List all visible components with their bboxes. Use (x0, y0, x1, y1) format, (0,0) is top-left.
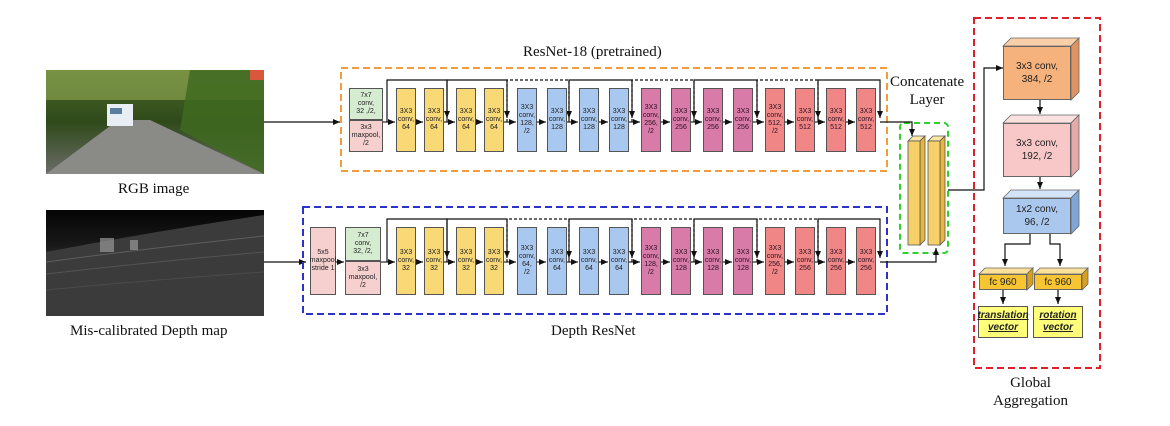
depth-resnet-title: Depth ResNet (551, 323, 636, 339)
depth-block-16: 3X3 conv, 256, /2 (765, 227, 785, 295)
depth-block-11: 3X3 conv, 64 (609, 227, 629, 295)
rgb-block-16: 3X3 conv, 512 (795, 88, 815, 152)
global-aggregation-frame (973, 17, 1101, 369)
rgb-block-7: 3X3 conv, 128, /2 (517, 88, 537, 152)
depth-block-13: 3X3 conv, 128 (671, 227, 691, 295)
concat-layer-slabs (907, 135, 946, 246)
ga-conv-192: 3x3 conv, 192, /2 (1003, 123, 1071, 177)
fc-translation: fc 960 (979, 274, 1027, 290)
depth-block-5: 3X3 conv, 32 (424, 227, 444, 295)
rgb-image (46, 70, 264, 174)
depth-block-8: 3X3 conv, 64, /2 (517, 227, 537, 295)
concat-to-global-arrow (948, 65, 1003, 191)
depth-block-10: 3X3 conv, 64 (579, 227, 599, 295)
resnet18-title: ResNet-18 (pretrained) (523, 44, 662, 60)
depth-to-concat-arrow (880, 248, 939, 263)
depth-block-1: 5x5 maxpool stride 1 (310, 227, 336, 295)
depth-block-15: 3X3 conv, 128 (733, 227, 753, 295)
rgb-block-12: 3X3 conv, 256 (671, 88, 691, 152)
rgb-block-8: 3X3 conv, 128 (547, 88, 567, 152)
depth-block-3: 3x3 maxpool, /2 (345, 261, 381, 295)
ga-conv-384: 3x3 conv, 384, /2 (1003, 46, 1071, 100)
depth-block-7: 3X3 conv, 32 (484, 227, 504, 295)
rgb-image-caption: RGB image (118, 181, 190, 197)
depth-resnet-frame (302, 206, 888, 315)
rgb-block-11: 3X3 conv, 256, /2 (641, 88, 661, 152)
ga-conv-96: 1x2 conv, 96, /2 (1003, 198, 1071, 234)
depth-block-4: 3X3 conv, 32 (396, 227, 416, 295)
rgb-block-14: 3X3 conv, 256 (733, 88, 753, 152)
depth-skip-connections (386, 218, 883, 262)
fc-rotation: fc 960 (1034, 274, 1082, 290)
resnet18-frame (340, 67, 888, 172)
global-aggregation-title: Global Aggregation (993, 375, 1068, 409)
rgb-block-6: 3X3 conv, 64 (484, 88, 504, 152)
rgb-block-2: 3x3 maxpool, /2 (349, 120, 383, 152)
rgb-block-15: 3X3 conv, 512, /2 (765, 88, 785, 152)
ga-arrows (1000, 100, 1063, 304)
translation-vector-output: translation vector (977, 306, 1029, 338)
rgb-block-13: 3X3 conv, 256 (703, 88, 723, 152)
depth-block-6: 3X3 conv, 32 (456, 227, 476, 295)
concat-frame (899, 122, 949, 254)
rgb-block-1: 7x7 conv, 32 ,/2, (349, 88, 383, 120)
ga-box-faces (978, 37, 1089, 291)
depth-map-caption: Mis-calibrated Depth map (70, 323, 228, 339)
rgb-skip-connections (386, 79, 883, 122)
rgb-block-17: 3X3 conv, 512 (826, 88, 846, 152)
depth-map-image (45, 210, 265, 316)
rotation-vector-output: rotation vector (1033, 306, 1083, 338)
depth-block-18: 3X3 conv, 256 (826, 227, 846, 295)
depth-block-14: 3X3 conv, 128 (703, 227, 723, 295)
rgb-block-10: 3X3 conv, 128 (609, 88, 629, 152)
concat-layer-title: Concatenate Layer (890, 74, 965, 108)
depth-block-17: 3X3 conv, 256 (795, 227, 815, 295)
depth-block-2: 7x7 conv, 32, /2, (345, 227, 381, 261)
depth-block-19: 3X3 conv, 256 (856, 227, 876, 295)
rgb-block-3: 3X3 conv, 64 (396, 88, 416, 152)
depth-block-12: 3X3 conv, 128, /2 (641, 227, 661, 295)
rgb-block-4: 3X3 conv, 64 (424, 88, 444, 152)
rgb-block-18: 3X3 conv, 512 (856, 88, 876, 152)
rgb-block-5: 3X3 conv, 64 (456, 88, 476, 152)
rgb-to-concat-arrow (880, 121, 915, 136)
depth-block-9: 3X3 conv, 64 (547, 227, 567, 295)
rgb-block-9: 3X3 conv, 128 (579, 88, 599, 152)
